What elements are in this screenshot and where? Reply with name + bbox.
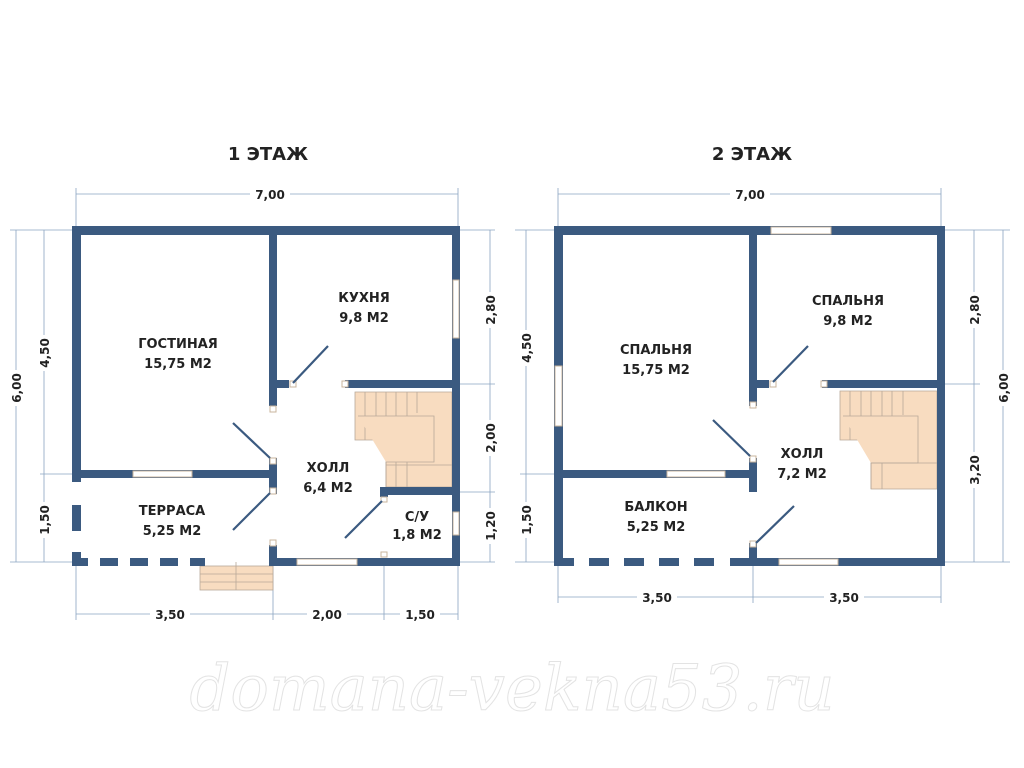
floor-2-right-dim-total: 6,00 [997,373,1011,403]
room-area-hall-2: 7,2 М2 [777,467,827,482]
floor-2-plan: 2 ЭТАЖ 7,00 4,50 1,50 6,00 2,80 3,20 3,5… [515,144,1011,605]
floor-2-stairs [839,390,938,490]
floor-1-entry-steps [199,562,274,591]
floor-2-left-dim-upper: 4,50 [520,333,534,363]
floor-2-right-dim-upper: 2,80 [968,295,982,325]
floor-1-bottom-dim-1: 3,50 [155,608,185,622]
floor-2-width-dimension: 7,00 [735,188,765,202]
floor-1-plan: 1 ЭТАЖ 7,00 6,00 4,50 1,50 2,80 2,00 1,2… [8,144,498,622]
room-area-hall-1: 6,4 М2 [303,481,353,496]
floor-1-title: 1 ЭТАЖ [228,144,308,165]
floor-1-left-dim-total: 6,00 [10,373,24,403]
floor-2-left-dim-lower: 1,50 [520,505,534,535]
room-name-bedroom-large: СПАЛЬНЯ [620,343,692,358]
room-name-bathroom: С/У [405,510,429,525]
floor-1-stairs [354,391,453,488]
floor-1-bottom-dim-3: 1,50 [405,608,435,622]
room-name-kitchen: КУХНЯ [338,291,390,306]
room-area-terrace: 5,25 М2 [143,524,202,539]
room-area-bedroom-small: 9,8 М2 [823,314,873,329]
room-name-bedroom-small: СПАЛЬНЯ [812,294,884,309]
floor-2-windows [554,226,839,566]
room-area-balcony: 5,25 М2 [627,520,686,535]
floor-1-bottom-dim-2: 2,00 [312,608,342,622]
room-area-living: 15,75 М2 [144,357,212,372]
room-name-living: ГОСТИНАЯ [138,337,218,352]
floor-1-right-dim-1: 2,80 [484,295,498,325]
floor-1-left-dim-lower: 1,50 [38,505,52,535]
floor-1-windows [132,279,460,566]
room-area-bedroom-large: 15,75 М2 [622,363,690,378]
floor-1-right-dim-3: 1,20 [484,511,498,541]
floor-2-doors [712,345,809,544]
room-name-terrace: ТЕРРАСА [139,504,205,519]
floor-1-width-dimension: 7,00 [255,188,285,202]
room-name-hall-1: ХОЛЛ [307,461,350,476]
floor-2-right-dim-lower: 3,20 [968,455,982,485]
floor-2-bottom-dim-2: 3,50 [829,591,859,605]
room-name-balcony: БАЛКОН [624,500,687,515]
room-area-kitchen: 9,8 М2 [339,311,389,326]
watermark: domana-vekna53.ru [189,652,834,726]
floor-1-right-dim-2: 2,00 [484,423,498,453]
floor-1-doors [232,345,383,539]
room-area-bathroom: 1,8 М2 [392,528,442,543]
room-name-hall-2: ХОЛЛ [781,447,824,462]
floor-2-title: 2 ЭТАЖ [712,144,792,165]
floor-2-bottom-dim-1: 3,50 [642,591,672,605]
floor-1-left-dim-upper: 4,50 [38,338,52,368]
